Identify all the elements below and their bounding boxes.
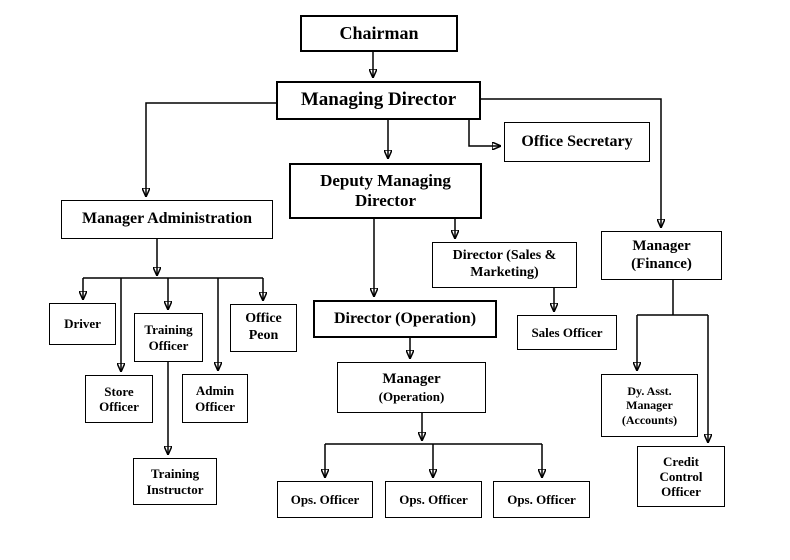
node-chairman: Chairman <box>300 15 458 52</box>
node-chairman-label: Chairman <box>339 22 419 43</box>
node-manager-administration: Manager Administration <box>61 200 273 239</box>
node-deputy-managing-director-label: Deputy Managing Director <box>320 170 451 210</box>
node-managing-director: Managing Director <box>276 81 481 120</box>
node-store-officer-label: Store Officer <box>99 383 139 414</box>
node-manager-finance-label: Manager (Finance) <box>631 237 692 272</box>
node-driver: Driver <box>49 303 116 345</box>
node-ops-officer-3: Ops. Officer <box>493 481 590 518</box>
node-credit-control-officer-label: Credit Control Officer <box>659 453 703 500</box>
edge-managing-director-office-secretary <box>468 120 501 146</box>
manager-finance-split-line <box>637 280 708 316</box>
edge-managing-director-manager-administration <box>146 102 276 197</box>
node-manager-operation: Manager (Operation) <box>337 362 486 413</box>
node-director-sales-marketing: Director (Sales & Marketing) <box>432 242 577 288</box>
node-office-peon-label: Office Peon <box>245 311 282 343</box>
node-manager-administration-label: Manager Administration <box>82 210 252 228</box>
node-deputy-managing-director: Deputy Managing Director <box>289 163 482 219</box>
node-ops-officer-2-label: Ops. Officer <box>399 491 468 507</box>
node-store-officer: Store Officer <box>85 375 153 423</box>
node-ops-officer-1-label: Ops. Officer <box>290 491 360 507</box>
node-ops-officer-2: Ops. Officer <box>385 481 482 518</box>
node-director-operation-label: Director (Operation) <box>333 309 477 327</box>
node-ops-officer-3-label: Ops. Officer <box>507 491 576 507</box>
node-dy-asst-manager-accounts: Dy. Asst. Manager (Accounts) <box>601 374 698 437</box>
node-managing-director-label: Managing Director <box>300 89 457 111</box>
node-training-officer-label: Training Officer <box>144 322 193 353</box>
node-manager-finance: Manager (Finance) <box>601 231 722 280</box>
node-office-secretary: Office Secretary <box>504 122 650 162</box>
node-director-sales-marketing-label: Director (Sales & Marketing) <box>452 248 557 280</box>
node-manager-operation-subtitle: (Operation) <box>378 388 445 404</box>
node-office-peon: Office Peon <box>230 304 297 352</box>
node-manager-operation-title: Manager <box>382 370 441 387</box>
node-ops-officer-1: Ops. Officer <box>277 481 373 518</box>
node-office-secretary-label: Office Secretary <box>521 132 633 150</box>
node-sales-officer: Sales Officer <box>517 315 617 350</box>
node-driver-label: Driver <box>64 316 101 332</box>
node-credit-control-officer: Credit Control Officer <box>637 446 725 507</box>
node-dy-asst-manager-accounts-label: Dy. Asst. Manager (Accounts) <box>621 384 678 427</box>
node-training-instructor: Training Instructor <box>133 458 217 505</box>
edge-managing-director-manager-finance <box>481 98 661 228</box>
node-admin-officer-label: Admin Officer <box>195 383 235 414</box>
node-training-instructor-label: Training Instructor <box>146 466 204 497</box>
node-sales-officer-label: Sales Officer <box>531 324 603 340</box>
node-director-operation: Director (Operation) <box>313 300 497 338</box>
node-training-officer: Training Officer <box>134 313 203 362</box>
node-admin-officer: Admin Officer <box>182 374 248 423</box>
